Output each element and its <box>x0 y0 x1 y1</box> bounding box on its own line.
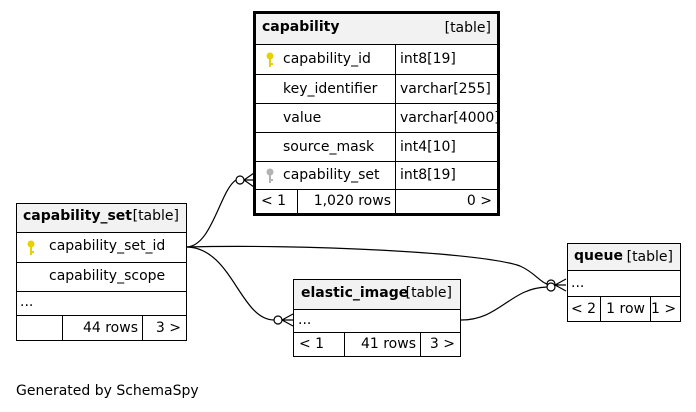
parents-count[interactable]: < 2 <box>568 297 601 321</box>
table-footer: 44 rows 3 > <box>17 316 186 340</box>
table-kind: [table] <box>626 249 673 265</box>
crow-foot-marker <box>281 313 294 327</box>
column-name: ... <box>20 294 34 310</box>
children-count[interactable]: 3 > <box>429 336 455 352</box>
connector-capability-set-to-capability <box>185 179 237 248</box>
column-name: capability_id <box>283 51 371 67</box>
primary-key-icon <box>266 52 274 67</box>
key-bow <box>266 168 274 176</box>
column-name: source_mask <box>283 139 375 155</box>
table-name: capability <box>262 19 340 35</box>
column-row[interactable]: value varchar[4000] <box>256 104 500 133</box>
foreign-key-icon <box>266 168 274 183</box>
children-count[interactable]: 3 > <box>155 320 181 336</box>
generated-by-label: Generated by SchemaSpy <box>16 383 199 399</box>
column-name: ... <box>571 275 585 291</box>
table-name: elastic_image <box>301 285 409 301</box>
row-count: 1 row <box>601 297 651 321</box>
table-name: capability_set <box>23 208 132 224</box>
connector-elastic-image-to-queue <box>460 286 548 321</box>
column-type: varchar[255] <box>400 81 491 97</box>
table-elastic-image[interactable]: elastic_image [table] ... < 1 41 rows 3 … <box>293 279 461 357</box>
table-footer: < 1 41 rows 3 > <box>294 333 460 356</box>
table-kind: [table] <box>444 20 491 36</box>
row-count: 44 rows <box>63 316 143 340</box>
column-name-cell: capability_set <box>256 162 396 189</box>
crow-foot-marker <box>554 278 567 292</box>
more-columns-row[interactable]: ... <box>294 310 460 333</box>
table-header: capability_set [table] <box>17 204 186 233</box>
key-tooth <box>271 63 273 65</box>
table-kind: [table] <box>405 285 452 301</box>
column-row[interactable]: capability_set int8[19] <box>256 162 497 190</box>
column-name: capability_scope <box>49 268 166 284</box>
column-name: capability_set_id <box>49 238 166 254</box>
more-columns-row[interactable]: ... <box>568 271 680 297</box>
zero-or-many-marker <box>546 282 556 292</box>
zero-or-many-marker <box>273 315 283 325</box>
column-row[interactable]: capability_scope <box>17 263 186 292</box>
column-row[interactable]: source_mask int4[10] <box>256 133 497 162</box>
table-footer: < 2 1 row 1 > <box>568 297 680 321</box>
key-shaft <box>30 246 32 255</box>
parents-count[interactable]: < 1 <box>256 190 298 213</box>
key-tooth <box>32 251 34 253</box>
table-header: queue [table] <box>568 244 680 271</box>
parents-count[interactable]: < 1 <box>294 333 345 356</box>
column-type: int8[19] <box>400 51 456 67</box>
column-row[interactable]: capability_id int8[19] <box>256 45 497 75</box>
column-row[interactable]: capability_set_id <box>17 233 186 263</box>
children-count[interactable]: 1 > <box>651 301 677 317</box>
row-count: 1,020 rows <box>298 190 396 213</box>
table-header: capability [table] <box>256 14 497 45</box>
column-name-cell: key_identifier <box>256 75 396 103</box>
column-name: key_identifier <box>283 81 378 97</box>
table-footer: < 1 1,020 rows 0 > <box>256 190 497 213</box>
column-name-cell: value <box>256 104 396 132</box>
more-columns-row[interactable]: ... <box>17 292 186 316</box>
column-type: varchar[4000] <box>400 110 500 126</box>
connector-capability-set-to-elastic-image <box>185 246 275 321</box>
column-type: int8[19] <box>400 167 456 183</box>
children-count[interactable]: 0 > <box>466 193 492 209</box>
column-name: capability_set <box>283 167 380 183</box>
key-bow <box>266 52 274 60</box>
column-name-cell: source_mask <box>256 133 396 161</box>
zero-or-many-marker <box>235 175 245 185</box>
column-name: ... <box>298 312 312 328</box>
column-name-cell: capability_id <box>256 45 396 74</box>
row-count: 41 rows <box>345 333 421 356</box>
table-header: elastic_image [table] <box>294 280 460 310</box>
table-name: queue <box>574 248 623 264</box>
table-queue[interactable]: queue [table] ... < 2 1 row 1 > <box>567 243 681 322</box>
crow-foot-marker <box>243 172 255 188</box>
parents-count[interactable] <box>17 316 63 340</box>
table-capability-set[interactable]: capability_set [table] capability_set_id… <box>16 203 187 341</box>
key-bow <box>27 240 35 248</box>
key-shaft <box>269 174 271 183</box>
connector-capability-set-to-queue <box>185 245 548 285</box>
key-shaft <box>269 58 271 67</box>
column-type: int4[10] <box>400 139 456 155</box>
key-tooth <box>271 179 273 181</box>
table-capability[interactable]: capability [table] capability_id int8[19… <box>253 11 500 216</box>
column-row[interactable]: key_identifier varchar[255] <box>256 75 497 104</box>
table-kind: [table] <box>132 208 179 224</box>
primary-key-icon <box>27 240 35 255</box>
column-name: value <box>283 110 322 126</box>
